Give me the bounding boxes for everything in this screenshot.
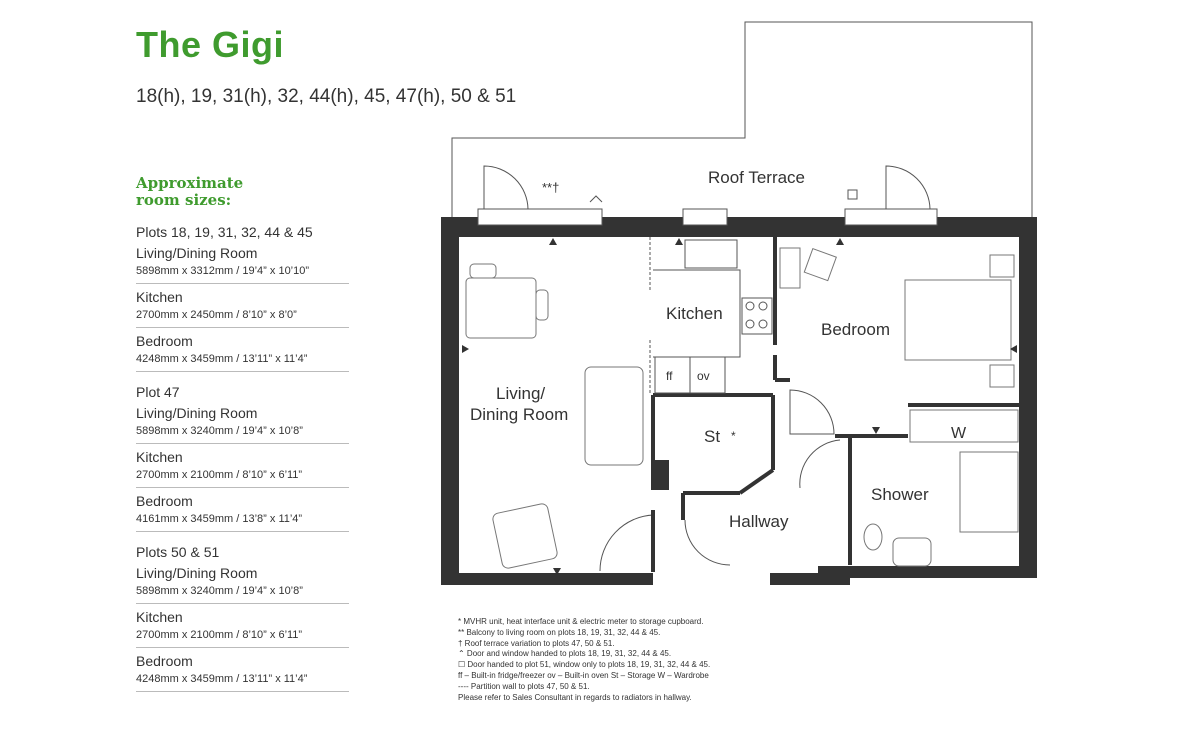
room-dims: 2700mm x 2450mm / 8’10” x 8’0” <box>136 309 297 321</box>
direction-arrows <box>462 238 1017 575</box>
plot-group: Plots 18, 19, 31, 32, 44 & 45 Living/Din… <box>136 222 349 372</box>
room-dims: 2700mm x 2100mm / 8’10” x 6’11” <box>136 629 303 641</box>
living-room-label: Living/ <box>496 384 545 403</box>
room-size: Living/Dining Room 5898mm x 3240mm / 19’4… <box>136 403 349 444</box>
footnote: ☐ Door handed to plot 51, window only to… <box>458 660 711 670</box>
room-dims: 4248mm x 3459mm / 13’11” x 11’4” <box>136 353 308 365</box>
balcony-marker: **† <box>542 180 559 195</box>
room-name: Bedroom <box>136 493 193 509</box>
room-sizes-heading: Approximate room sizes: <box>136 175 243 209</box>
footnote: ---- Partition wall to plots 47, 50 & 51… <box>458 681 590 691</box>
wardrobe-label: W <box>951 425 967 442</box>
kitchen-label: Kitchen <box>666 304 723 323</box>
room-sizes-list: Plots 18, 19, 31, 32, 44 & 45 Living/Din… <box>136 222 349 702</box>
door-swings <box>483 165 931 572</box>
footnotes: * MVHR unit, heat interface unit & elect… <box>458 617 710 703</box>
plot-group-title: Plot 47 <box>136 384 180 400</box>
roof-terrace-label: Roof Terrace <box>708 168 805 187</box>
room-name: Kitchen <box>136 449 183 465</box>
bedroom-label: Bedroom <box>821 320 890 339</box>
room-size: Kitchen 2700mm x 2450mm / 8’10” x 8’0” <box>136 287 349 328</box>
plot-group-title: Plots 18, 19, 31, 32, 44 & 45 <box>136 224 313 240</box>
furniture <box>465 247 1019 569</box>
plot-group: Plots 50 & 51 Living/Dining Room 5898mm x… <box>136 542 349 692</box>
footnote: ** Balcony to living room on plots 18, 1… <box>458 627 661 637</box>
living-room-label: Dining Room <box>470 405 568 424</box>
room-name: Living/Dining Room <box>136 565 258 581</box>
storage-label: St <box>704 427 720 446</box>
room-size: Bedroom 4161mm x 3459mm / 13’8” x 11’4” <box>136 491 349 532</box>
handed-door-square <box>847 189 858 200</box>
kitchen-units <box>649 237 773 395</box>
room-dims: 5898mm x 3312mm / 19’4” x 10’10” <box>136 265 310 277</box>
room-dims: 4248mm x 3459mm / 13’11” x 11’4” <box>136 673 308 685</box>
riser <box>653 460 669 490</box>
footnote: * MVHR unit, heat interface unit & elect… <box>458 617 704 626</box>
room-dims: 5898mm x 3240mm / 19’4” x 10’8” <box>136 425 303 437</box>
page-title: The Gigi <box>136 24 284 65</box>
room-name: Living/Dining Room <box>136 405 258 421</box>
oven-label: ov <box>697 369 710 383</box>
handed-door-symbol <box>589 195 603 203</box>
footnote: ff – Built-in fridge/freezer ov – Built-… <box>458 670 709 680</box>
room-name: Kitchen <box>136 609 183 625</box>
room-name: Bedroom <box>136 333 193 349</box>
room-name: Living/Dining Room <box>136 245 258 261</box>
room-size: Kitchen 2700mm x 2100mm / 8’10” x 6’11” <box>136 607 349 648</box>
footnote: Please refer to Sales Consultant in rega… <box>458 692 692 702</box>
plot-list: 18(h), 19, 31(h), 32, 44(h), 45, 47(h), … <box>136 86 517 107</box>
room-size: Living/Dining Room 5898mm x 3240mm / 19’4… <box>136 563 349 604</box>
footnote: † Roof terrace variation to plots 47, 50… <box>458 638 615 648</box>
heading-line: room sizes: <box>136 191 232 209</box>
heading-line: Approximate <box>136 174 244 192</box>
plot-group-title: Plots 50 & 51 <box>136 544 220 560</box>
footnote: ⌃ Door and window handed to plots 18, 19… <box>458 649 672 659</box>
storage-marker: * <box>731 429 736 443</box>
room-size: Bedroom 4248mm x 3459mm / 13’11” x 11’4” <box>136 331 349 372</box>
room-size: Living/Dining Room 5898mm x 3312mm / 19’4… <box>136 243 349 284</box>
windows <box>477 208 938 226</box>
room-size: Kitchen 2700mm x 2100mm / 8’10” x 6’11” <box>136 447 349 488</box>
plot-group: Plot 47 Living/Dining Room 5898mm x 3240m… <box>136 382 349 532</box>
room-size: Bedroom 4248mm x 3459mm / 13’11” x 11’4” <box>136 651 349 692</box>
internal-walls <box>651 237 1019 572</box>
fridge-label: ff <box>666 369 673 383</box>
roof-terrace-outline <box>451 21 1033 217</box>
room-dims: 5898mm x 3240mm / 19’4” x 10’8” <box>136 585 303 597</box>
room-name: Kitchen <box>136 289 183 305</box>
room-dims: 4161mm x 3459mm / 13’8” x 11’4” <box>136 513 303 525</box>
room-dims: 2700mm x 2100mm / 8’10” x 6’11” <box>136 469 303 481</box>
shower-label: Shower <box>871 485 929 504</box>
room-name: Bedroom <box>136 653 193 669</box>
hallway-label: Hallway <box>729 512 789 531</box>
